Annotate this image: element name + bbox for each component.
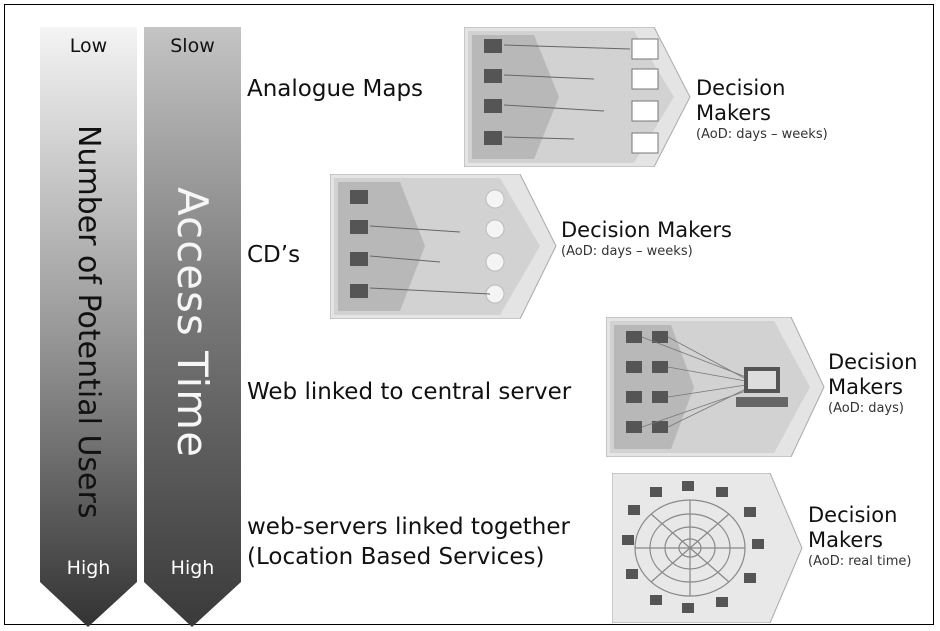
access-high-label: High: [170, 557, 215, 579]
web-network-panel: [612, 473, 803, 623]
cd-disc-icon: [485, 189, 505, 304]
potential-users-arrow: Low Number of Potential Users High: [40, 27, 137, 627]
row-label-analogue-maps: Analogue Maps: [247, 76, 424, 102]
row-label-web-central: Web linked to central server: [247, 379, 572, 405]
row-label-lbs: (Location Based Services): [247, 544, 545, 570]
dm-aod: (AoD: days): [828, 401, 904, 416]
dm-title-2: Makers: [828, 375, 903, 399]
dm-title-2: Makers: [696, 101, 771, 125]
dm-title: Decision: [696, 76, 786, 100]
central-server-icon: [736, 367, 788, 407]
dm-web-servers: Decision Makers (AoD: real time): [808, 503, 911, 570]
paper-map-icon: [631, 38, 659, 154]
dm-aod: (AoD: real time): [808, 554, 912, 569]
row-label-web-servers: web-servers linked together: [247, 514, 570, 540]
access-slow-label: Slow: [170, 35, 215, 57]
dm-title-2: Makers: [808, 528, 883, 552]
access-time-arrow: Slow Access Time High: [144, 27, 241, 627]
dm-title: Decision: [828, 350, 918, 374]
dm-web-central: Decision Makers (AoD: days): [828, 350, 917, 417]
web-network-icon: [634, 499, 746, 597]
central-server-panel: [606, 317, 825, 457]
row-label-cds: CD’s: [247, 242, 301, 268]
dm-aod: (AoD: days – weeks): [696, 127, 828, 142]
cds-panel: [330, 174, 557, 319]
users-high-label: High: [66, 557, 111, 579]
analogue-maps-panel: [464, 27, 691, 167]
dm-cds: Decision Makers (AoD: days – weeks): [561, 218, 732, 260]
dm-aod: (AoD: days – weeks): [561, 244, 693, 259]
access-time-axis-title: Access Time: [168, 186, 217, 458]
dm-analogue: Decision Makers (AoD: days – weeks): [696, 76, 828, 143]
dm-title: Decision Makers: [561, 218, 732, 242]
users-axis-title: Number of Potential Users: [71, 125, 106, 519]
diagram-frame: [4, 4, 934, 625]
dm-title: Decision: [808, 503, 898, 527]
computer-icon: [484, 39, 502, 145]
users-low-label: Low: [69, 35, 108, 57]
